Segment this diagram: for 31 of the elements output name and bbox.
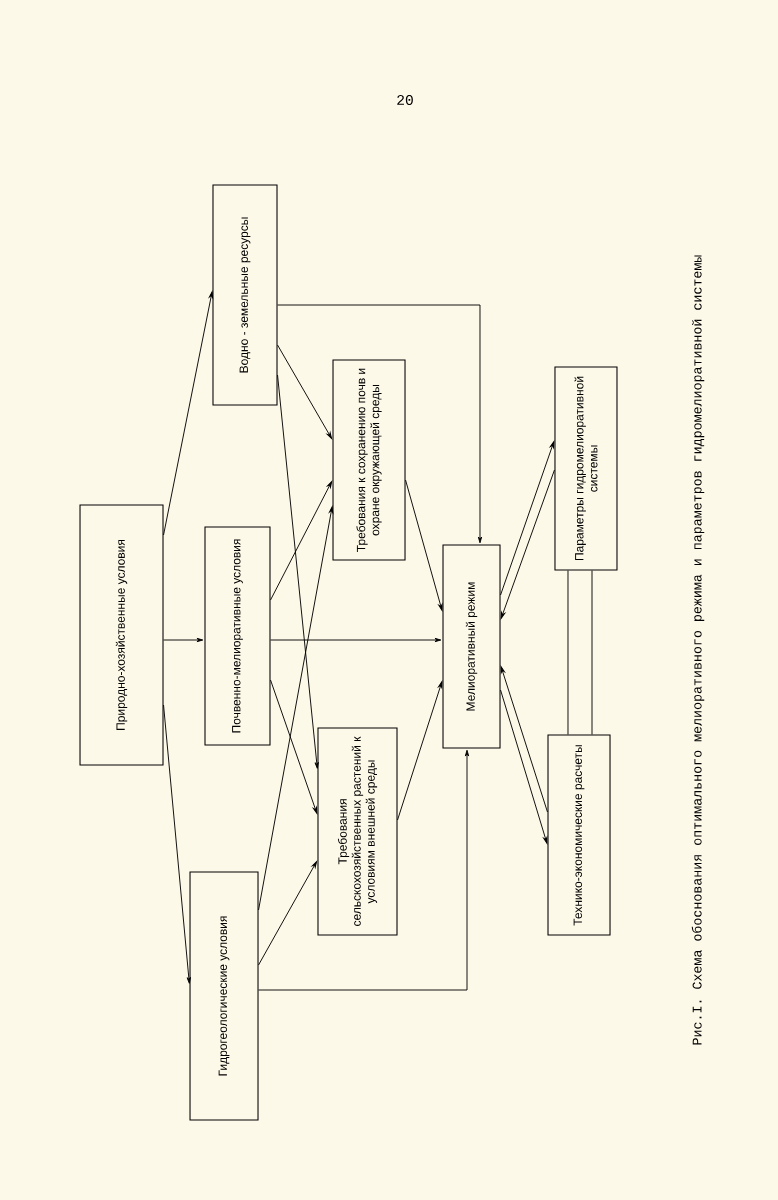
process-box: Параметры гидромелиоративной системы: [554, 366, 618, 571]
arrow: [397, 681, 443, 821]
arrow: [277, 304, 483, 544]
process-box: Водно - земельные ресурсы: [212, 184, 278, 406]
page-number: 20: [397, 95, 413, 105]
arrow: [163, 637, 204, 643]
arrow: [258, 861, 318, 966]
arrow: [277, 344, 333, 439]
process-box: Почвенно-мелиоративные условия: [204, 526, 271, 746]
caption: Рис.I. Схема обоснования оптимального мелиоративного режима и параметров гидромелиоративной системы: [691, 255, 705, 1045]
arrow: [500, 441, 555, 596]
arrow: [258, 749, 470, 991]
connector-line: [567, 570, 569, 735]
process-box: Мелиоративный режим: [442, 544, 501, 749]
arrow: [270, 637, 442, 643]
process-box: Требования сельскохозяйственных растений к условиям внешней среды: [317, 727, 398, 936]
arrow: [277, 374, 319, 769]
arrow: [270, 481, 333, 601]
process-box: Требования к сохранению почв и охране окружающей среды: [332, 359, 406, 561]
arrow: [500, 666, 548, 813]
arrow: [500, 689, 548, 844]
arrow: [270, 679, 318, 814]
process-box: Природно-хозяйственные условия: [79, 504, 164, 766]
arrow: [405, 479, 443, 611]
arrow: [258, 506, 334, 911]
arrow: [500, 469, 555, 619]
process-box: Технико-экономические расчеты: [547, 734, 611, 936]
connector-line: [591, 570, 593, 735]
arrow: [163, 704, 191, 984]
arrow: [163, 291, 214, 536]
process-box: Гидрогеологические условия: [189, 871, 259, 1121]
